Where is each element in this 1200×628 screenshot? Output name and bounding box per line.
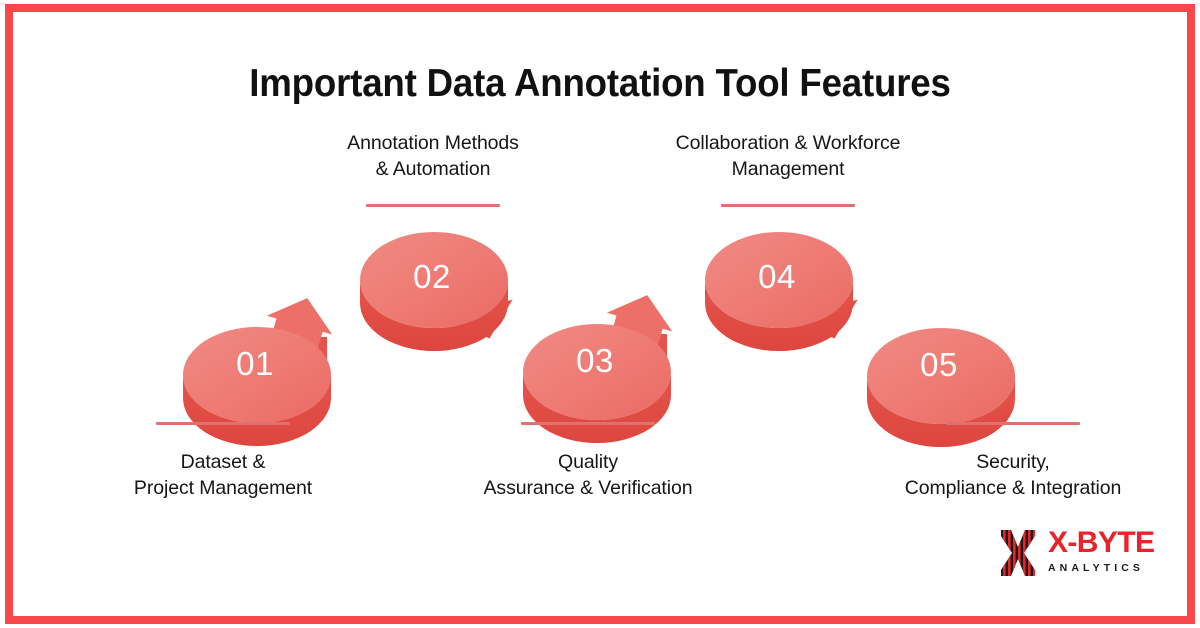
logo-tagline: ANALYTICS <box>1048 562 1145 574</box>
page-title: Important Data Annotation Tool Features <box>249 62 951 105</box>
step-label-01-line-2: Project Management <box>133 477 313 499</box>
step-label-04-line-2: Management <box>731 158 845 180</box>
step-label-01-line-1: Dataset & <box>180 451 266 473</box>
step-label-02-line-2: & Automation <box>375 158 491 180</box>
step-label-05-line-2: Compliance & Integration <box>904 477 1122 499</box>
step-label-02: Annotation Methods & Automation <box>268 130 598 207</box>
step-label-rule-01 <box>156 422 290 425</box>
step-label-04-line-1: Collaboration & Workforce <box>675 132 901 154</box>
brand-logo: X-BYTE ANALYTICS <box>988 524 1158 594</box>
step-label-rule-03 <box>521 422 655 425</box>
step-label-03-line-1: Quality <box>558 451 618 473</box>
step-label-rule-04 <box>721 204 855 207</box>
step-label-05: Security, Compliance & Integration <box>848 422 1178 501</box>
step-label-rule-05 <box>946 422 1080 425</box>
step-label-01: Dataset & Project Management <box>58 422 388 501</box>
step-shape-02: 02 <box>358 208 558 383</box>
content-area: Important Data Annotation Tool Features <box>13 12 1187 616</box>
step-label-04: Collaboration & Workforce Management <box>623 130 953 207</box>
logo-wordmark: X-BYTE <box>1048 526 1155 559</box>
step-label-02-line-1: Annotation Methods <box>347 132 519 154</box>
logo-text-block: X-BYTE ANALYTICS <box>1048 526 1158 575</box>
step-label-03: Quality Assurance & Verification <box>423 422 753 501</box>
step-label-rule-02 <box>366 204 500 207</box>
x-byte-mark-icon <box>998 530 1038 576</box>
step-label-03-line-2: Assurance & Verification <box>483 477 693 499</box>
step-label-05-line-1: Security, <box>976 451 1050 473</box>
